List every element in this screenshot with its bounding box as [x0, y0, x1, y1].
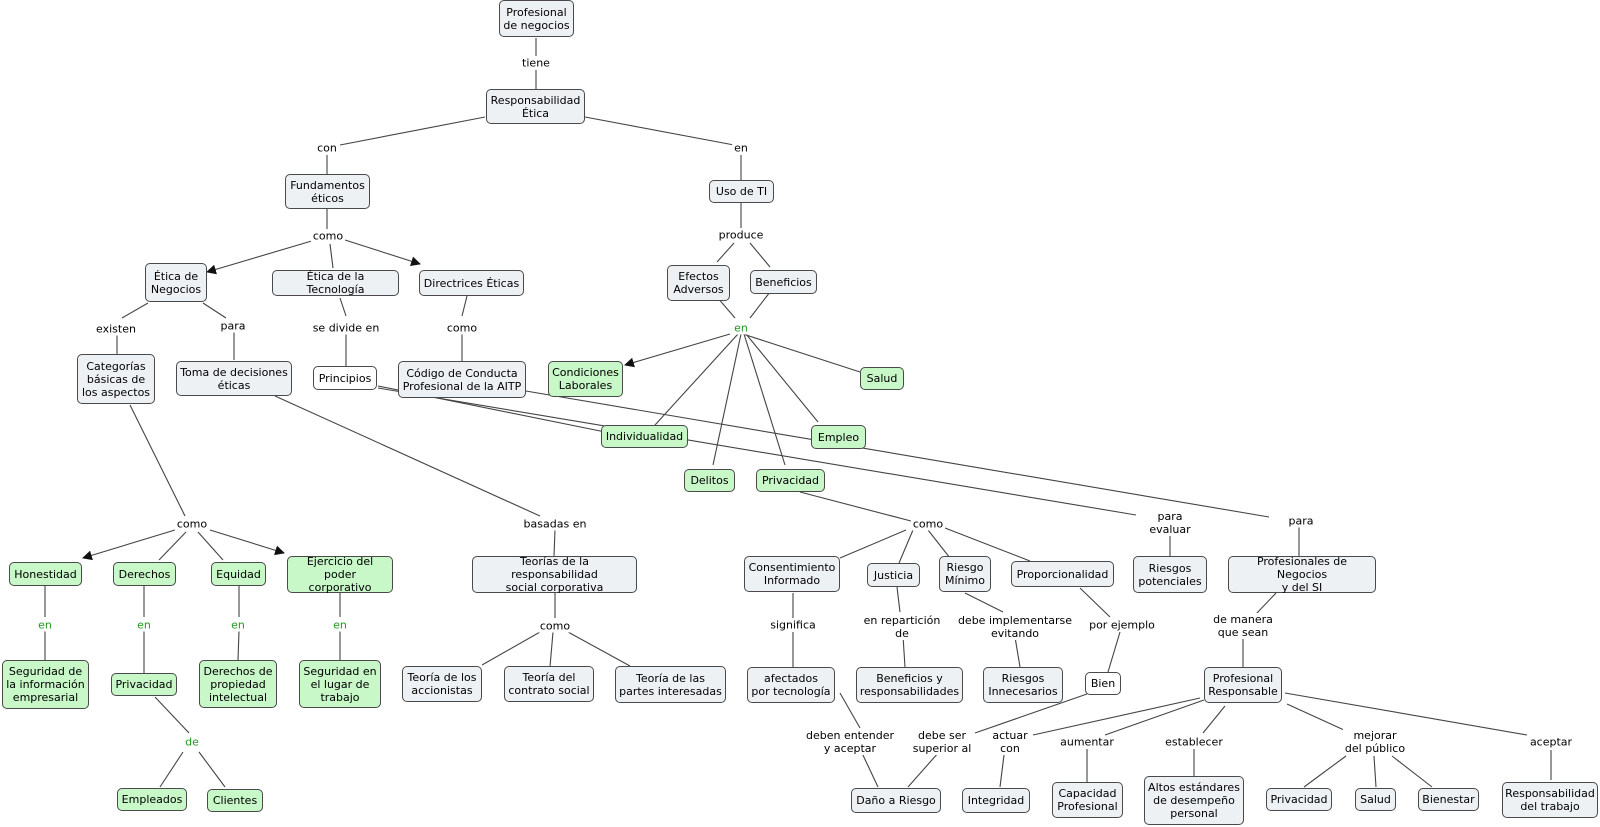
link-debe-implementarse: debe implementarse evitando [955, 614, 1075, 640]
node-fundamentos-eticos[interactable]: Fundamentos éticos [285, 174, 370, 209]
node-dano-a-riesgo[interactable]: Daño a Riesgo [851, 788, 941, 813]
node-teoria-contrato[interactable]: Teoría del contrato social [504, 666, 594, 702]
node-salud-bottom[interactable]: Salud [1355, 788, 1396, 811]
link-para-toma: para [218, 319, 248, 333]
node-codigo-de-conducta[interactable]: Código de Conducta Profesional de la AIT… [398, 361, 526, 398]
node-honestidad[interactable]: Honestidad [9, 562, 82, 586]
node-derechos-propiedad[interactable]: Derechos de propiedad intelectual [199, 660, 277, 708]
link-actuar-con: actuar con [990, 729, 1030, 755]
node-riesgos-innecesarios[interactable]: Riesgos Innecesarios [983, 667, 1063, 703]
node-consentimiento[interactable]: Consentimiento Informado [744, 556, 840, 592]
node-bienestar[interactable]: Bienestar [1418, 788, 1479, 811]
node-capacidad-profesional[interactable]: Capacidad Profesional [1052, 782, 1123, 818]
node-directrices-eticas[interactable]: Directrices Éticas [419, 270, 524, 296]
node-etica-de-la-tecnologia[interactable]: Ética de la Tecnología [272, 270, 399, 296]
node-justicia[interactable]: Justicia [867, 563, 920, 587]
node-delitos[interactable]: Delitos [684, 469, 735, 492]
node-beneficios-responsabilidades[interactable]: Beneficios y responsabilidades [856, 667, 963, 703]
link-establecer: establecer [1163, 735, 1225, 749]
node-seguridad-informacion[interactable]: Seguridad de la información empresarial [2, 660, 89, 709]
node-privacidad-bottom[interactable]: Privacidad [1266, 788, 1332, 811]
node-efectos-adversos[interactable]: Efectos Adversos [667, 265, 730, 301]
node-bien[interactable]: Bien [1085, 672, 1121, 695]
node-privacidad-left[interactable]: Privacidad [111, 673, 177, 696]
node-individualidad[interactable]: Individualidad [601, 425, 688, 448]
link-aumentar: aumentar [1058, 735, 1116, 749]
node-beneficios[interactable]: Beneficios [750, 270, 817, 294]
link-produce: produce [716, 228, 766, 242]
link-como-privacidad: como [910, 517, 946, 531]
link-por-ejemplo: por ejemplo [1087, 618, 1157, 632]
link-mejorar: mejorar del público [1342, 729, 1408, 755]
node-integridad[interactable]: Integridad [962, 788, 1030, 813]
node-empleo[interactable]: Empleo [811, 425, 866, 449]
link-para-profesionales: para [1286, 514, 1316, 528]
node-responsabilidad-trabajo[interactable]: Responsabilidad del trabajo [1502, 782, 1598, 818]
node-seguridad-trabajo[interactable]: Seguridad en el lugar de trabajo [299, 660, 381, 708]
node-condiciones-laborales[interactable]: Condiciones Laborales [548, 361, 623, 397]
node-profesional-de-negocios[interactable]: Profesional de negocios [499, 0, 574, 37]
node-ejercicio-poder[interactable]: Ejercicio del poder corporativo [287, 555, 393, 594]
link-de-privacidad: de [183, 735, 201, 749]
link-en-efectos: en [732, 321, 750, 335]
node-teorias-rsc[interactable]: Teorías de la responsabilidad social cor… [472, 555, 637, 594]
node-riesgos-potenciales[interactable]: Riesgos potenciales [1133, 556, 1207, 593]
link-se-divide-en: se divide en [310, 321, 382, 335]
node-categorias-basicas[interactable]: Categorías básicas de los aspectos [77, 354, 155, 404]
node-responsabilidad-etica[interactable]: Responsabilidad Ética [486, 89, 585, 124]
link-como-teorias: como [537, 619, 573, 633]
link-debe-ser-superior: debe ser superior al [910, 729, 974, 755]
node-teoria-accionistas[interactable]: Teoría de los accionistas [402, 666, 482, 702]
node-uso-de-ti[interactable]: Uso de TI [709, 180, 774, 203]
link-como-categorias: como [174, 517, 210, 531]
node-etica-de-negocios[interactable]: Ética de Negocios [145, 263, 207, 302]
node-privacidad-mid[interactable]: Privacidad [756, 469, 825, 492]
node-teoria-partes[interactable]: Teoría de las partes interesadas [615, 666, 726, 703]
node-profesionales-si[interactable]: Profesionales de Negocios y del SI [1228, 555, 1376, 594]
node-riesgo-minimo[interactable]: Riesgo Mínimo [939, 556, 991, 592]
link-en-ejercicio: en [331, 618, 349, 632]
node-altos-estandares[interactable]: Altos estándares de desempeño personal [1144, 776, 1244, 825]
link-deben-entender: deben entender y aceptar [803, 729, 897, 755]
node-equidad[interactable]: Equidad [211, 562, 266, 586]
node-proporcionalidad[interactable]: Proporcionalidad [1011, 561, 1114, 587]
link-en-uso: en [732, 141, 750, 155]
node-derechos[interactable]: Derechos [113, 562, 176, 586]
node-clientes[interactable]: Clientes [207, 789, 263, 812]
link-como-fundamentos: como [310, 229, 346, 243]
link-existen: existen [94, 322, 138, 336]
link-para-evaluar: para evaluar [1147, 510, 1193, 536]
link-de-manera: de manera que sean [1211, 613, 1275, 639]
node-principios[interactable]: Principios [313, 366, 377, 390]
link-tiene: tiene [520, 56, 552, 70]
node-profesional-responsable[interactable]: Profesional Responsable [1204, 667, 1282, 703]
node-salud-top[interactable]: Salud [860, 367, 904, 390]
link-con: con [315, 141, 339, 155]
link-en-derechos: en [135, 618, 153, 632]
link-como-directrices: como [444, 321, 480, 335]
link-en-equidad: en [229, 618, 247, 632]
link-en-reparticion: en repartición de [861, 614, 943, 640]
node-afectados-por-tecnologia[interactable]: afectados por tecnología [747, 667, 835, 703]
node-toma-de-decisiones[interactable]: Toma de decisiones éticas [176, 361, 292, 396]
node-empleados[interactable]: Empleados [117, 788, 187, 811]
link-en-honestidad: en [36, 618, 54, 632]
link-significa: significa [768, 618, 818, 632]
link-basadas-en: basadas en [521, 517, 589, 531]
link-aceptar: aceptar [1527, 735, 1575, 749]
